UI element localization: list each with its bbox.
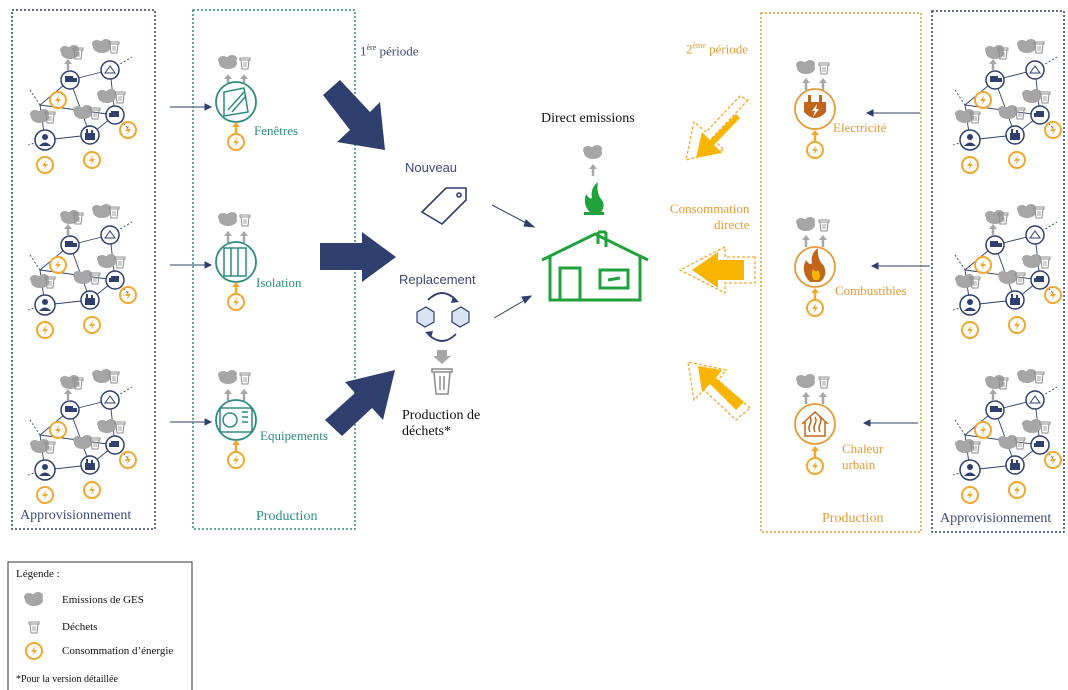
district-heat-icon [801,410,829,437]
equipment-product [215,370,257,469]
left-supply-network-1 [28,39,136,173]
window-product [215,55,257,151]
legend-energy-icon [25,642,43,660]
insulation-product [215,212,257,311]
legend-cloud-icon [24,592,43,606]
window-label: Fenêtres [254,123,299,138]
legend-trash-icon [28,621,40,634]
trash-icon [431,368,453,395]
legend-footnote: *Pour la version détaillée [16,674,118,685]
direct-emissions-flame [583,145,604,215]
flame-icon [584,182,604,214]
replacement-icon [416,292,470,342]
hvac-unit-icon [219,407,253,433]
electricity-label: Electricité [833,120,887,135]
flame-icon [803,248,826,282]
electric-plug-icon [804,95,826,118]
left-supply-network-3 [28,369,136,503]
right-supply-network-3 [953,369,1061,503]
district-heat-source [794,374,836,475]
big-flow-arrows-left [320,80,396,436]
fuel-label: Combustibles [835,283,907,298]
legend-title: Légende : [16,568,60,580]
electricity-source [794,60,836,159]
left-supply-network-2 [28,204,136,338]
big-flow-arrows-right [678,95,756,421]
equipment-label: Equipements [260,428,328,443]
right-supply-label: Approvisionnement [940,511,1052,526]
left-supply-box [11,9,156,530]
period-1-label: 1ère période [360,43,419,59]
legend-box [7,561,193,690]
legend-emissions-label: Emissions de GES [62,594,144,606]
house-icon [541,230,649,302]
new-tag-icon [420,187,467,226]
right-production-label: Production [822,511,884,526]
legend-waste-label: Déchets [62,621,98,633]
period-2-label: 2ème période [686,41,749,57]
right-supply-box [931,10,1065,533]
window-icon [223,87,249,117]
left-supply-label: Approvisionnement [20,508,132,523]
insulation-label: Isolation [256,275,302,290]
replacement-label: Replacement [399,272,476,287]
new-label: Nouveau [405,160,458,175]
direct-emissions-label: Direct emissions [541,111,635,126]
right-supply-network-2 [953,204,1061,338]
fuel-source [794,217,836,317]
left-production-label: Production [256,509,318,524]
insulation-icon [223,247,247,277]
waste-output [431,350,453,395]
legend-energy-label: Consommation d’énergie [62,645,174,657]
right-supply-network-1 [953,39,1061,173]
right-production-box [760,12,922,533]
